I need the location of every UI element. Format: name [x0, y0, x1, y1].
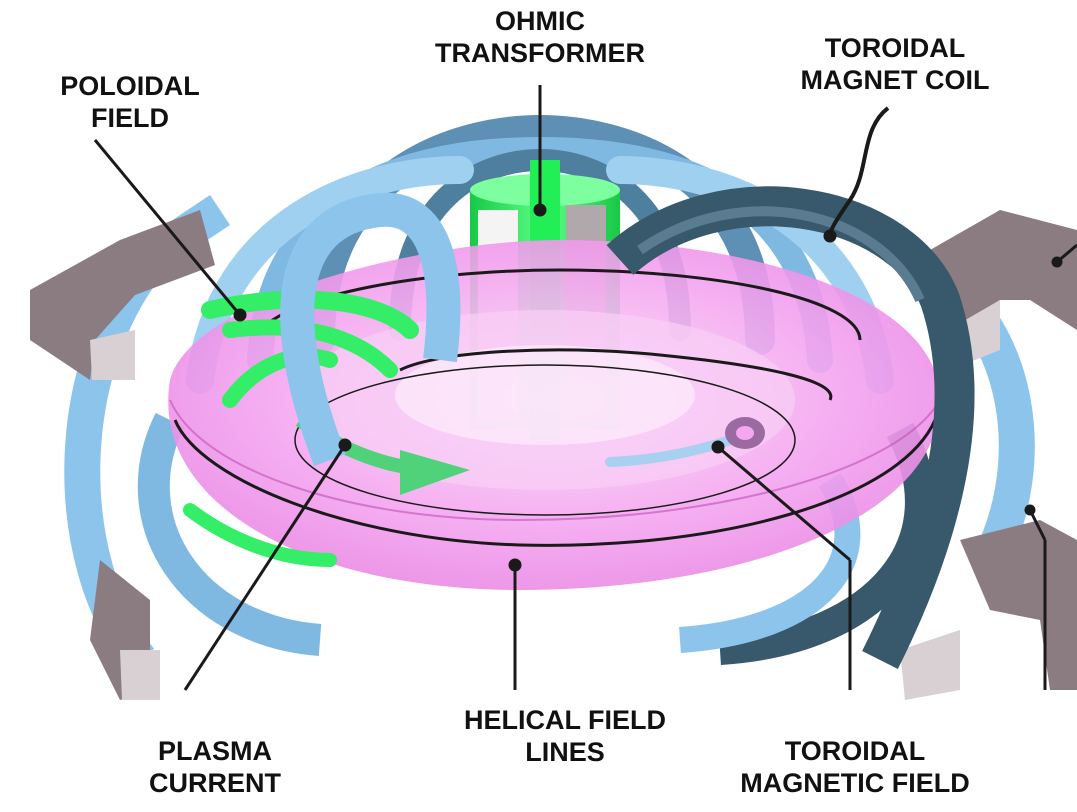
- label-line: LINES: [440, 736, 690, 768]
- label-line: HELICAL FIELD: [440, 704, 690, 736]
- label-line: POLOIDAL: [40, 70, 220, 102]
- label-line: CURRENT: [135, 767, 295, 799]
- label-ohmic-transformer: OHMIC TRANSFORMER: [435, 5, 645, 69]
- label-line: PLASMA: [135, 735, 295, 767]
- label-line: TOROIDAL: [775, 32, 1015, 64]
- label-toroidal-magnetic-field: TOROIDAL MAGNETIC FIELD: [715, 735, 995, 799]
- label-line: TRANSFORMER: [435, 37, 645, 69]
- label-toroidal-magnet-coil: TOROIDAL MAGNET COIL: [775, 32, 1015, 96]
- label-line: MAGNET COIL: [775, 64, 1015, 96]
- label-helical-field-lines: HELICAL FIELD LINES: [440, 704, 690, 768]
- label-line: OHMIC: [435, 5, 645, 37]
- label-line: FIELD: [40, 102, 220, 134]
- label-plasma-current: PLASMA CURRENT: [135, 735, 295, 799]
- label-line: TOROIDAL: [715, 735, 995, 767]
- label-line: MAGNETIC FIELD: [715, 767, 995, 799]
- label-poloidal-field: POLOIDAL FIELD: [40, 70, 220, 134]
